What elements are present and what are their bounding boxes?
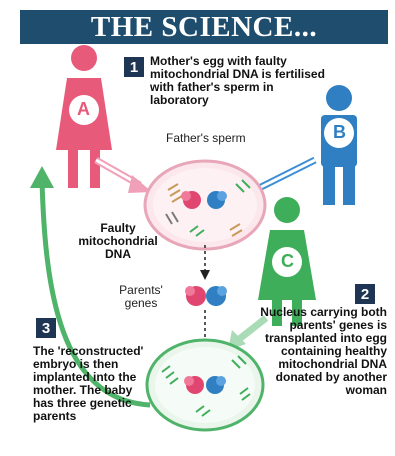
figure-a-letter: A (77, 99, 90, 119)
green-arrowhead-icon (30, 166, 54, 188)
step-2-badge: 2 (355, 284, 375, 304)
father-figure-icon (321, 85, 357, 205)
parents-genes-icon (185, 286, 227, 306)
page-title: THE SCIENCE... (90, 10, 318, 43)
step-3-number: 3 (41, 319, 51, 337)
donor-figure-icon (258, 197, 316, 326)
reconstructed-egg-icon (145, 338, 265, 432)
step-2-text: Nucleus carrying both parents' genes is … (260, 305, 387, 397)
step-1-badge: 1 (124, 57, 144, 77)
green-small-arrow (235, 315, 269, 343)
pink-arrowhead-icon (128, 175, 152, 193)
parents-genes-label: Parents' genes (119, 283, 163, 310)
fertilised-egg-icon (143, 159, 267, 251)
step-3-text: The 'reconstructed' embryo is then impla… (33, 344, 144, 423)
step-2-number: 2 (360, 285, 370, 303)
step-1-number: 1 (129, 58, 139, 76)
step-1-text: Mother's egg with faulty mitochondrial D… (150, 54, 325, 107)
title-banner: THE SCIENCE... (20, 10, 388, 44)
fathers-sperm-label: Father's sperm (166, 131, 246, 145)
mother-figure-icon (56, 45, 112, 188)
figure-c-letter: C (281, 251, 294, 271)
figure-b-letter: B (333, 122, 346, 142)
step-3-badge: 3 (36, 318, 56, 338)
faulty-dna-label: Faulty mitochondrial DNA (78, 221, 158, 261)
green-curved-arrow (39, 179, 151, 408)
